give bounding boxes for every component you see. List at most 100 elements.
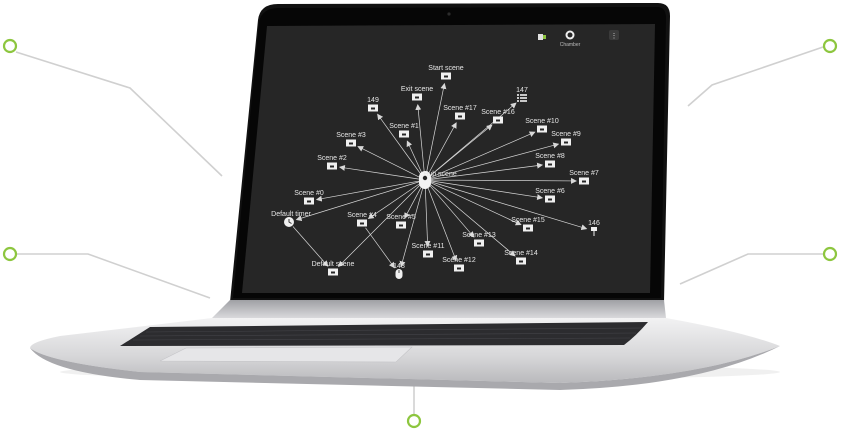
callout-marker: [406, 413, 422, 429]
graph-node-label: Scene #17: [443, 105, 477, 112]
scene-card-notch: [457, 267, 461, 270]
app-screen: [242, 24, 655, 293]
graph-edge: [430, 177, 578, 184]
graph-node-label: Scene #15: [511, 217, 545, 224]
graph-node-scene-16[interactable]: Scene #16: [481, 109, 515, 124]
laptop-front-edge: [30, 346, 780, 390]
graph-edge: [430, 162, 544, 180]
graph-node-scene-8[interactable]: Scene #8: [535, 153, 565, 168]
graph-node-label: 146: [588, 220, 600, 227]
graph-node-default-scene[interactable]: Default scene: [312, 261, 355, 276]
graph-edge: [430, 181, 588, 231]
hub-node[interactable]: Hub scene: [419, 171, 457, 189]
graph-node-scene-0[interactable]: Scene #0: [294, 190, 324, 205]
callout-markers: [2, 38, 838, 429]
graph-node-label: Scene #8: [535, 153, 565, 160]
graph-edge: [367, 183, 421, 220]
scene-card-notch: [444, 75, 448, 78]
graph-node-label: Scene #14: [504, 250, 538, 257]
graph-node-scene-15[interactable]: Scene #15: [511, 217, 545, 232]
graph-edge: [429, 183, 516, 257]
graph-node-label: 147: [516, 87, 528, 94]
graph-node-scene-2[interactable]: Scene #2: [317, 155, 347, 170]
graph-node-scene-1[interactable]: Scene #1: [389, 123, 419, 138]
graph-node-scene-11[interactable]: Scene #11: [412, 243, 445, 258]
scene-card-notch: [331, 271, 335, 274]
graph-node-scene-4[interactable]: Scene #4: [347, 212, 377, 227]
graph-edge: [406, 140, 423, 175]
graph-node-start-scene[interactable]: Start scene: [428, 65, 464, 80]
graph-edge: [430, 182, 522, 226]
graph-node-scene-7[interactable]: Scene #7: [569, 170, 599, 185]
graph-node-label: Scene #0: [294, 190, 324, 197]
graph-edge: [426, 185, 458, 262]
graph-node-label: Default timer: [271, 211, 311, 218]
scene-card-notch: [426, 253, 430, 256]
callout-marker: [2, 246, 18, 262]
graph-edge: [399, 185, 424, 268]
user-label: Chamber: [560, 42, 581, 48]
graph-node-scene-9[interactable]: Scene #9: [551, 131, 581, 146]
graph-node-default-timer[interactable]: Default timer: [271, 211, 312, 227]
graph-node-146[interactable]: 146: [588, 220, 600, 236]
graph-node-label: 148: [393, 263, 405, 270]
laptop-hinge: [212, 300, 666, 318]
graph-edge-scene-4-to-148: [365, 227, 395, 269]
hub-label: Hub scene: [423, 171, 457, 178]
scene-card-notch: [496, 119, 500, 122]
list-icon: [517, 94, 527, 102]
graph-edge: [377, 113, 422, 176]
graph-node-label: Exit scene: [401, 86, 433, 93]
graph-edge: [424, 185, 431, 248]
graph-node-148[interactable]: 148: [393, 263, 405, 279]
graph-node-149[interactable]: 149: [367, 97, 379, 112]
graph-node-label: Scene #16: [481, 109, 515, 116]
graph-edge: [337, 183, 422, 268]
chip-badge[interactable]: [538, 34, 546, 40]
graph-edge: [430, 180, 544, 201]
camera-icon: [447, 12, 451, 16]
graph-node-scene-6[interactable]: Scene #6: [535, 188, 565, 203]
scene-card-notch: [330, 165, 334, 168]
graph-node-scene-5[interactable]: Scene #5: [386, 214, 416, 229]
keyboard-keys: [132, 327, 643, 341]
scene-card-notch: [548, 163, 552, 166]
graph-node-147[interactable]: 147: [516, 87, 528, 102]
clock-icon: [284, 217, 294, 227]
graph-node-label: Scene #11: [412, 243, 445, 250]
laptop-keyboard: [120, 322, 648, 346]
graph-edge: [425, 82, 447, 175]
scene-card-notch: [458, 115, 462, 118]
graph-node-exit-scene[interactable]: Exit scene: [401, 86, 433, 101]
scene-card-notch: [526, 227, 530, 230]
graph-edge: [357, 146, 420, 178]
graph-node-scene-3[interactable]: Scene #3: [336, 132, 366, 147]
scene-card-notch: [564, 141, 568, 144]
scene-card-notch: [519, 260, 523, 263]
menu-button[interactable]: ⋮: [609, 30, 619, 40]
scene-card-notch: [540, 128, 544, 131]
graph-edge: [404, 185, 423, 219]
graph-edge: [315, 180, 420, 202]
scene-card-notch: [402, 133, 406, 136]
graph-node-label: Scene #9: [551, 131, 581, 138]
graph-edge: [295, 181, 420, 222]
user-avatar[interactable]: Chamber: [560, 30, 581, 49]
graph-node-label: Scene #12: [442, 257, 476, 264]
graph-node-scene-17[interactable]: Scene #17: [443, 105, 477, 120]
graph-edge: [427, 122, 457, 175]
graph-edge: [338, 164, 420, 180]
graph-node-label: Scene #5: [386, 214, 416, 221]
graph-edge: [429, 102, 517, 177]
graph-edges: [292, 82, 588, 269]
graph-node-label: Scene #2: [317, 155, 347, 162]
graph-node-scene-10[interactable]: Scene #10: [525, 118, 559, 133]
graph-node-scene-12[interactable]: Scene #12: [442, 257, 476, 272]
graph-node-scene-13[interactable]: Scene #13: [462, 232, 496, 247]
graph-node-label: Scene #13: [462, 232, 496, 239]
graph-node-scene-14[interactable]: Scene #14: [504, 250, 538, 265]
graph-node-label: Scene #1: [389, 123, 419, 130]
screen-header: Chamber ⋮: [538, 30, 619, 48]
graph-node-label: Default scene: [312, 261, 355, 268]
